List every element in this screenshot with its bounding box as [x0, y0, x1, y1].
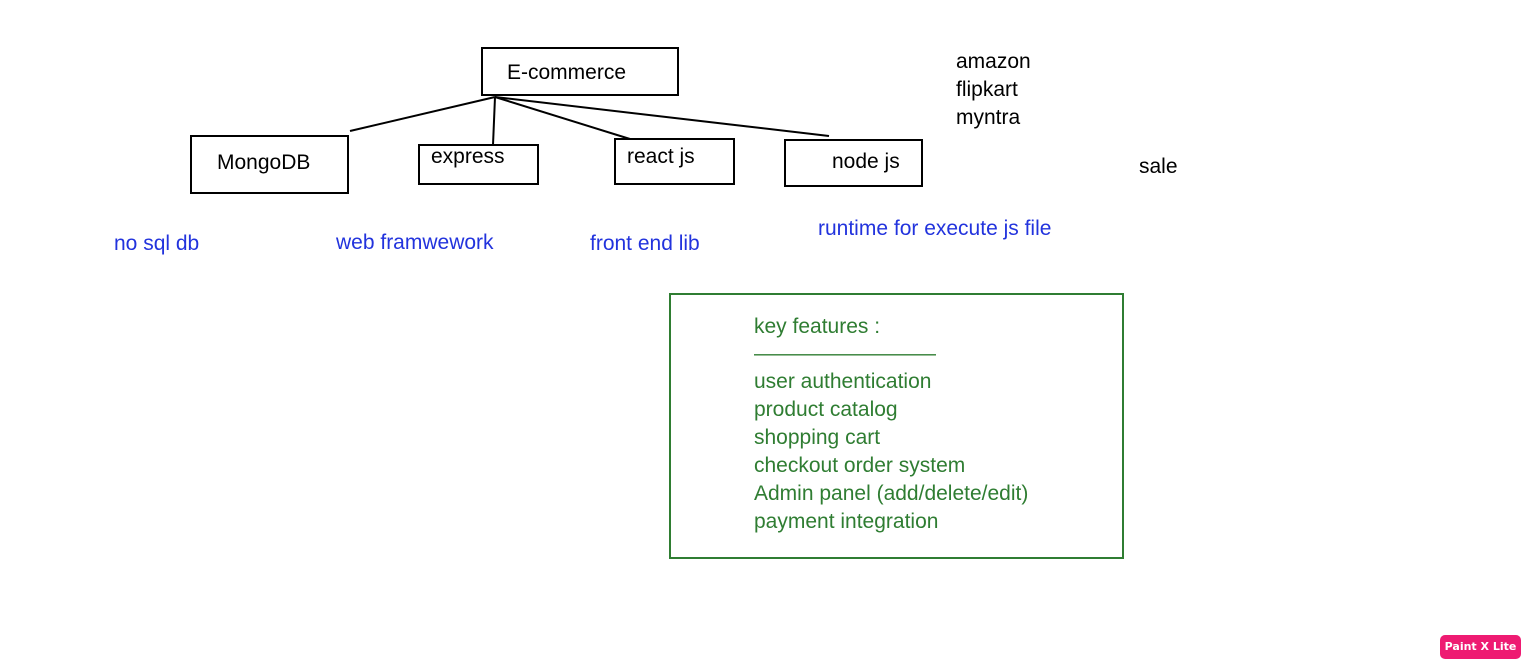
sale-text: sale: [1139, 155, 1178, 178]
child-node-mongodb: MongoDB: [190, 135, 349, 194]
child-node-label: express: [431, 145, 505, 168]
key-features-box: key features : —————————— user authentic…: [669, 293, 1124, 559]
child-node-label: node js: [832, 150, 900, 173]
root-node-label: E-commerce: [507, 61, 627, 84]
example-item: flipkart: [956, 78, 1018, 101]
feature-item: payment integration: [754, 510, 939, 533]
feature-item: product catalog: [754, 398, 898, 421]
example-item: myntra: [956, 106, 1021, 129]
feature-item: shopping cart: [754, 426, 881, 449]
child-node-label: react js: [627, 145, 695, 168]
key-features-list: user authentication product catalog shop…: [754, 368, 1028, 536]
key-features-title: key features :: [754, 315, 881, 338]
root-node-ecommerce: E-commerce: [481, 47, 679, 96]
connector-line-express: [492, 96, 496, 146]
description-mongodb: no sql db: [114, 232, 200, 255]
description-node: runtime for execute js file: [818, 217, 1052, 240]
key-features-underline: ——————————: [754, 342, 936, 365]
feature-item: checkout order system: [754, 454, 966, 477]
examples-list: amazon flipkart myntra: [956, 48, 1031, 132]
child-node-react: react js: [614, 138, 735, 185]
description-express: web framwework: [336, 231, 494, 254]
feature-item: Admin panel (add/delete/edit): [754, 482, 1029, 505]
feature-item: user authentication: [754, 370, 932, 393]
example-item: amazon: [956, 50, 1031, 73]
child-node-express: express: [418, 144, 539, 185]
paint-x-lite-watermark: Paint X Lite: [1440, 635, 1521, 659]
connector-line-mongodb: [349, 96, 496, 132]
connector-line-node: [494, 96, 830, 137]
description-react: front end lib: [590, 232, 700, 255]
child-node-node: node js: [784, 139, 923, 187]
child-node-label: MongoDB: [217, 151, 311, 174]
connector-line-react: [494, 96, 631, 140]
